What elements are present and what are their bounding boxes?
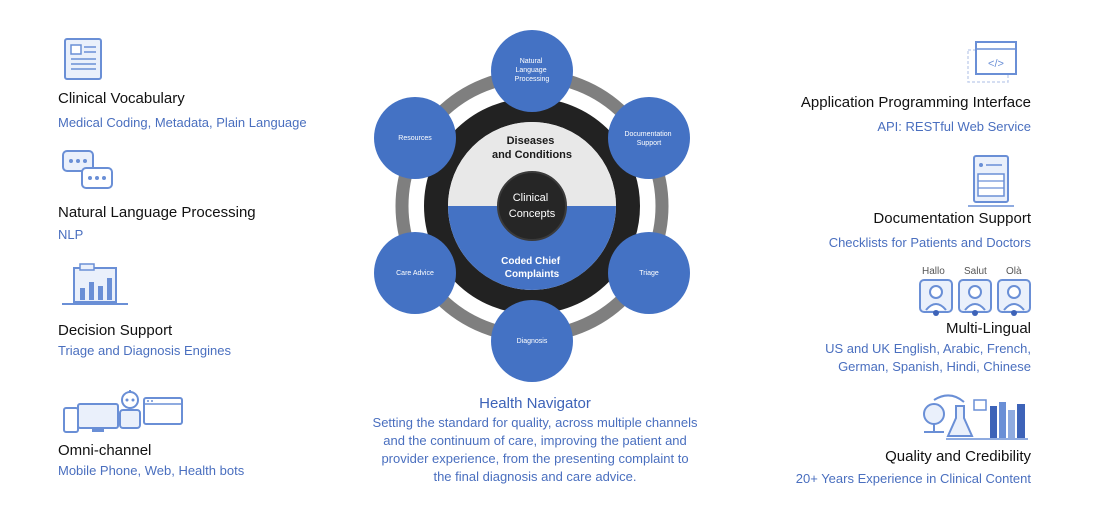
greeting-ola: Olà — [1006, 266, 1022, 277]
feature-subtitle: Medical Coding, Metadata, Plain Language — [58, 115, 307, 130]
feature-natural-language-processing: Natural Language Processing NLP — [58, 204, 256, 244]
bottom-half-label-line: Coded Chief — [501, 256, 561, 267]
caption-title: Health Navigator — [479, 395, 591, 412]
feature-multi-lingual: Multi-Lingual US and UK English, Arabic,… — [825, 320, 1031, 376]
svg-text:Care Advice: Care Advice — [396, 270, 434, 277]
greeting-hallo: Hallo — [922, 266, 945, 277]
core-label-line: Concepts — [509, 208, 556, 220]
svg-text:Natural Language P: Natural Language Processing — [515, 58, 550, 83]
caption-line: provider experience, from the presenting… — [381, 451, 689, 466]
svg-text:Diseases and Conditions: Diseases and Conditions — [492, 135, 572, 161]
outer-node-documentation-support: Documentation Support — [608, 97, 690, 179]
center-caption: Health Navigator Setting the standard fo… — [330, 395, 740, 486]
feature-decision-support: Decision Support Triage and Diagnosis En… — [58, 322, 231, 360]
outer-node-care-advice: Care Advice — [374, 232, 456, 314]
code-window-icon: </> — [967, 41, 1017, 83]
svg-text:</>: </> — [988, 58, 1004, 70]
caption-line: Setting the standard for quality, across… — [372, 415, 698, 430]
feature-subtitle: API: RESTful Web Service — [877, 119, 1031, 134]
feature-subtitle-line: German, Spanish, Hindi, Chinese — [838, 359, 1031, 374]
svg-text:Coded Chief Complaints: Coded Chief Complaints — [501, 256, 563, 280]
document-icon — [64, 38, 102, 80]
feature-quality-credibility: Quality and Credibility 20+ Years Experi… — [796, 448, 1031, 488]
feature-subtitle: 20+ Years Experience in Clinical Content — [795, 471, 1031, 486]
top-half-label-line: and Conditions — [492, 149, 572, 161]
svg-text:Diagnosis: Diagnosis — [517, 338, 548, 345]
outer-node-resources: Resources — [374, 97, 456, 179]
feature-title: Application Programming Interface — [800, 94, 1031, 111]
feature-subtitle: Checklists for Patients and Doctors — [828, 235, 1031, 250]
svg-text:Documentation Support: Documentation Support — [624, 131, 673, 147]
people-speech-icon — [919, 279, 1031, 316]
chat-bubbles-icon — [62, 150, 113, 189]
lab-books-icon — [923, 394, 1028, 440]
feature-documentation-support: Documentation Support Checklists for Pat… — [829, 210, 1031, 252]
feature-subtitle-line: US and UK English, Arabic, French, — [825, 341, 1031, 356]
feature-title: Quality and Credibility — [885, 448, 1031, 465]
feature-subtitle: Mobile Phone, Web, Health bots — [58, 463, 245, 478]
outer-node-natural-language-processing: Natural Language Processing — [491, 30, 573, 112]
health-navigator-diagram: Diseases and Conditions Coded Chief Comp… — [374, 30, 690, 382]
bottom-half-label-line: Complaints — [505, 269, 560, 280]
folder-chart-icon — [62, 263, 128, 305]
caption-line: and the continuum of care, improving the… — [383, 433, 687, 448]
feature-title: Clinical Vocabulary — [58, 90, 185, 107]
feature-subtitle: Triage and Diagnosis Engines — [58, 343, 231, 358]
outer-node-diagnosis: Diagnosis — [491, 300, 573, 382]
greeting-salut: Salut — [964, 266, 987, 277]
feature-clinical-vocabulary: Clinical Vocabulary Medical Coding, Meta… — [58, 90, 307, 132]
core-label-line: Clinical — [513, 192, 548, 204]
caption-line: the final diagnosis and care advice. — [433, 469, 637, 484]
svg-text:Triage: Triage — [639, 270, 659, 277]
feature-title: Decision Support — [58, 322, 173, 339]
feature-api: Application Programming Interface API: R… — [801, 94, 1031, 136]
outer-node-triage: Triage — [608, 232, 690, 314]
checklist-icon — [968, 155, 1014, 207]
feature-title: Documentation Support — [873, 210, 1031, 227]
top-half-label-line: Diseases — [507, 135, 555, 147]
feature-omni-channel: Omni-channel Mobile Phone, Web, Health b… — [58, 442, 244, 480]
devices-robot-icon — [63, 390, 183, 433]
feature-title: Natural Language Processing — [58, 204, 256, 221]
feature-title: Multi-Lingual — [945, 320, 1031, 337]
feature-subtitle: NLP — [58, 227, 84, 242]
core-circle — [497, 171, 567, 241]
feature-title: Omni-channel — [58, 442, 152, 459]
svg-text:Resources: Resources — [398, 135, 432, 142]
svg-text:Clinical Concepts: Clinical Concepts — [509, 192, 556, 220]
